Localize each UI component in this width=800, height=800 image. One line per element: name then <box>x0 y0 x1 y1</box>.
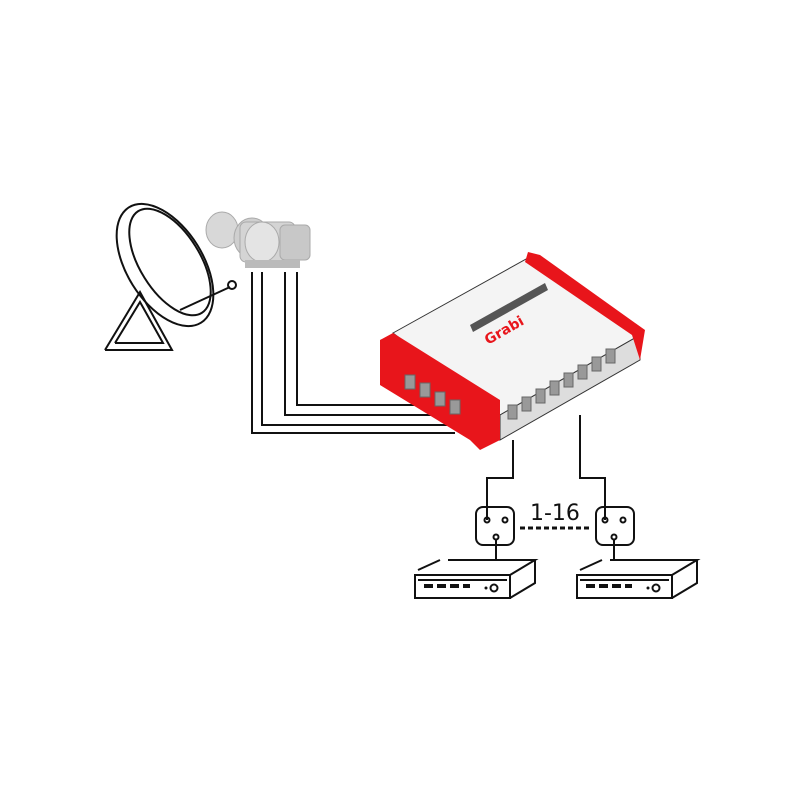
set-top-box-icon <box>414 559 539 599</box>
multiswitch-icon: Grabi <box>380 252 645 450</box>
wall-socket-icon <box>475 506 515 560</box>
lnb-icon <box>205 211 311 268</box>
outlet-count-label: 1-16 <box>530 501 580 526</box>
outlet-cables <box>486 415 606 520</box>
lnb-cables <box>251 272 455 434</box>
wall-socket-icon <box>595 506 635 560</box>
satellite-dish-icon <box>104 202 237 351</box>
set-top-box-icon <box>576 559 701 599</box>
